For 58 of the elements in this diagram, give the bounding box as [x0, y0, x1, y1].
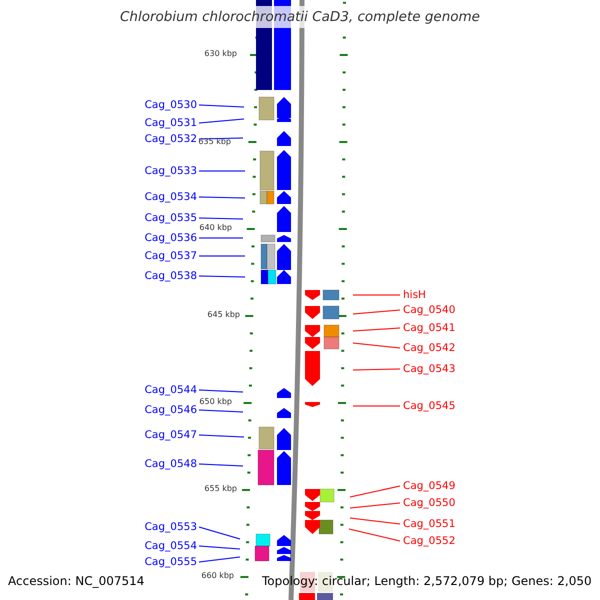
- gene-label: Cag_0551: [403, 518, 456, 530]
- gene-label: Cag_0555: [144, 556, 197, 568]
- leader-line: [198, 434, 244, 438]
- gene-label: Cag_0532: [144, 132, 197, 146]
- leader-line: [198, 546, 240, 550]
- leader-line: [198, 196, 246, 198]
- leader-line: [198, 138, 244, 140]
- leader-line: [352, 310, 400, 314]
- leader-line: [198, 556, 240, 562]
- gene-label: Cag_0533: [144, 164, 197, 178]
- leader-line: [198, 104, 244, 108]
- leader-line: [198, 526, 240, 540]
- leader-line: [350, 502, 400, 508]
- gene-label: Cag_0535: [144, 212, 197, 224]
- scale-label: 640 kbp: [199, 223, 232, 232]
- gene-label: Cag_0538: [144, 270, 197, 282]
- gene-label: Cag_0552: [403, 534, 456, 548]
- gene-label: Cag_0550: [403, 496, 456, 510]
- gene-label: Cag_0540: [403, 304, 456, 316]
- scale-label: 660 kbp: [201, 571, 234, 580]
- leader-line: [350, 486, 400, 498]
- leader-line: [198, 464, 244, 466]
- scale-label: 645 kbp: [207, 310, 240, 319]
- gene-label: Cag_0554: [144, 540, 197, 552]
- leader-line: [198, 276, 246, 278]
- leader-line: [198, 218, 244, 220]
- leader-line: [350, 518, 400, 524]
- gene-label: Cag_0530: [144, 98, 197, 112]
- scale-label: 630 kbp: [204, 49, 237, 58]
- leader-line: [198, 390, 244, 392]
- gene-label: Cag_0545: [403, 400, 456, 412]
- gene-label: hisH: [403, 288, 426, 302]
- scale-label: 655 kbp: [204, 484, 237, 493]
- leader-line: [352, 328, 400, 332]
- leader-line: [348, 528, 400, 542]
- gene-label: Cag_0534: [144, 190, 197, 204]
- leader-line: [198, 170, 246, 172]
- leader-line: [352, 294, 400, 296]
- gene-label: Cag_0531: [144, 116, 197, 130]
- gene-label: Cag_0544: [144, 384, 197, 396]
- gene-label: Cag_0546: [144, 404, 197, 416]
- scale-label: 635 kbp: [198, 137, 231, 146]
- leader-line: [352, 342, 400, 348]
- gene-label: Cag_0548: [144, 458, 197, 470]
- gene-label: Cag_0549: [403, 480, 456, 492]
- scale-label: 650 kbp: [199, 397, 232, 406]
- gene-label: Cag_0541: [403, 322, 456, 334]
- leader-line: [198, 118, 244, 124]
- gene-label: Cag_0547: [144, 428, 197, 442]
- gene-label: Cag_0537: [144, 250, 197, 262]
- footer-text: Topology: circular; Length: 2,572,079 bp; Genes: 2,050: [262, 574, 592, 588]
- footer-text: Accession: NC_007514: [8, 574, 144, 588]
- gene-label: Cag_0542: [403, 342, 456, 354]
- gene-label: Cag_0543: [403, 362, 456, 376]
- leader-line: [352, 368, 400, 370]
- gene-label: Cag_0553: [144, 520, 197, 534]
- gene-label: Cag_0536: [144, 232, 197, 244]
- leader-line: [198, 410, 244, 412]
